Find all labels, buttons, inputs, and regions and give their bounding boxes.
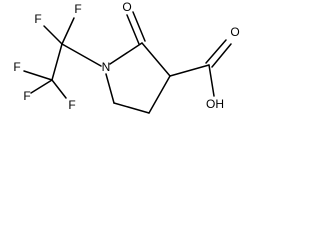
atom-o-acid: O — [230, 25, 239, 39]
bond-carboxyl-o-double-b — [211, 43, 232, 68]
bond-c-alpha-ch2 — [148, 75, 171, 114]
atom-f-mid-left: F — [13, 60, 20, 74]
bond-c2-f-low-left — [30, 79, 53, 94]
atom-o-carbonyl: O — [122, 0, 131, 14]
bond-c-alpha-c-carboxyl — [169, 64, 210, 77]
bond-ch2-ch2 — [113, 102, 150, 114]
bond-carboxyl-o-double-a — [205, 39, 227, 64]
atom-oh: OH — [206, 97, 224, 111]
atom-labels: F F F F F N O O OH — [13, 0, 239, 112]
bonds — [23, 11, 232, 114]
bond-c1-c2 — [51, 43, 63, 81]
atom-f-top: F — [74, 2, 81, 16]
bond-ch2-n — [105, 73, 115, 104]
atom-f-low-left: F — [23, 89, 30, 103]
bond-c1-f-top-left — [43, 25, 63, 45]
atom-f-top-left: F — [34, 12, 41, 26]
bond-c1-n — [61, 43, 102, 67]
structure-diagram: F F F F F N O O OH — [13, 0, 240, 114]
bond-n-c-carbonyl — [109, 42, 143, 65]
bond-c1-f-top — [61, 17, 75, 45]
bond-c-o-double-a — [126, 14, 140, 45]
bond-c-o-double-b — [132, 11, 146, 42]
bond-c2-f-bottom — [51, 79, 67, 99]
atom-n: N — [102, 60, 111, 74]
bond-carboxyl-oh — [208, 64, 215, 97]
bond-c2-f-mid-left — [23, 70, 53, 81]
bond-c-carbonyl-c-alpha — [141, 42, 171, 77]
atom-f-bottom: F — [68, 98, 75, 112]
